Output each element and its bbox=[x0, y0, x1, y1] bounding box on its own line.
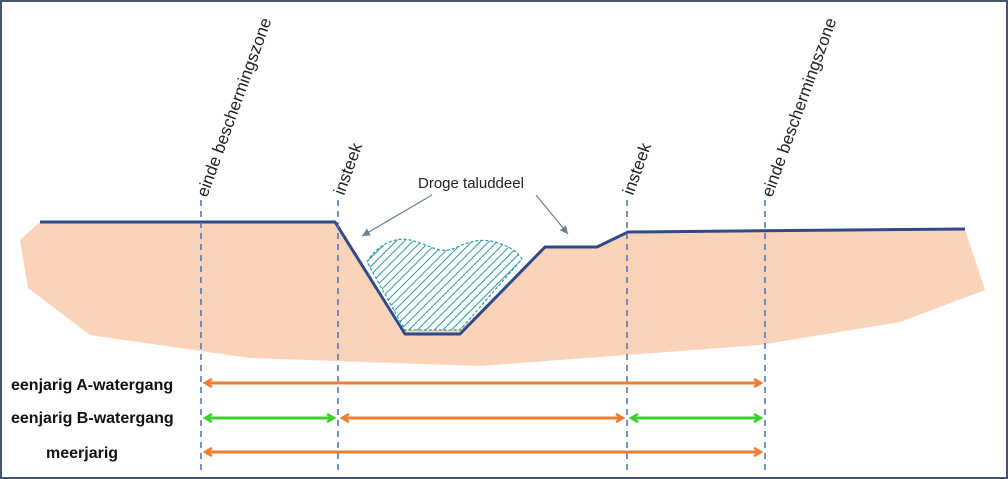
row-label-a-watergang: eenjarig A-watergang bbox=[11, 377, 173, 394]
surface-line bbox=[40, 220, 966, 336]
label-left-insteek: insteek bbox=[330, 140, 366, 198]
water-hatch bbox=[366, 238, 523, 331]
callout-arrow-right bbox=[535, 194, 569, 235]
row-label-b-watergang: eenjarig B-watergang bbox=[11, 410, 174, 427]
soil-body bbox=[20, 222, 985, 366]
label-right-zone-end: einde beschermingszone bbox=[758, 15, 841, 199]
label-left-zone-end: einde beschermingszone bbox=[193, 15, 276, 199]
label-right-insteek: insteek bbox=[619, 140, 655, 198]
label-dry-slope: Droge taluddeel bbox=[418, 175, 524, 192]
row-label-meerjarig: meerjarig bbox=[46, 445, 118, 462]
callout-arrow-left bbox=[361, 194, 433, 237]
